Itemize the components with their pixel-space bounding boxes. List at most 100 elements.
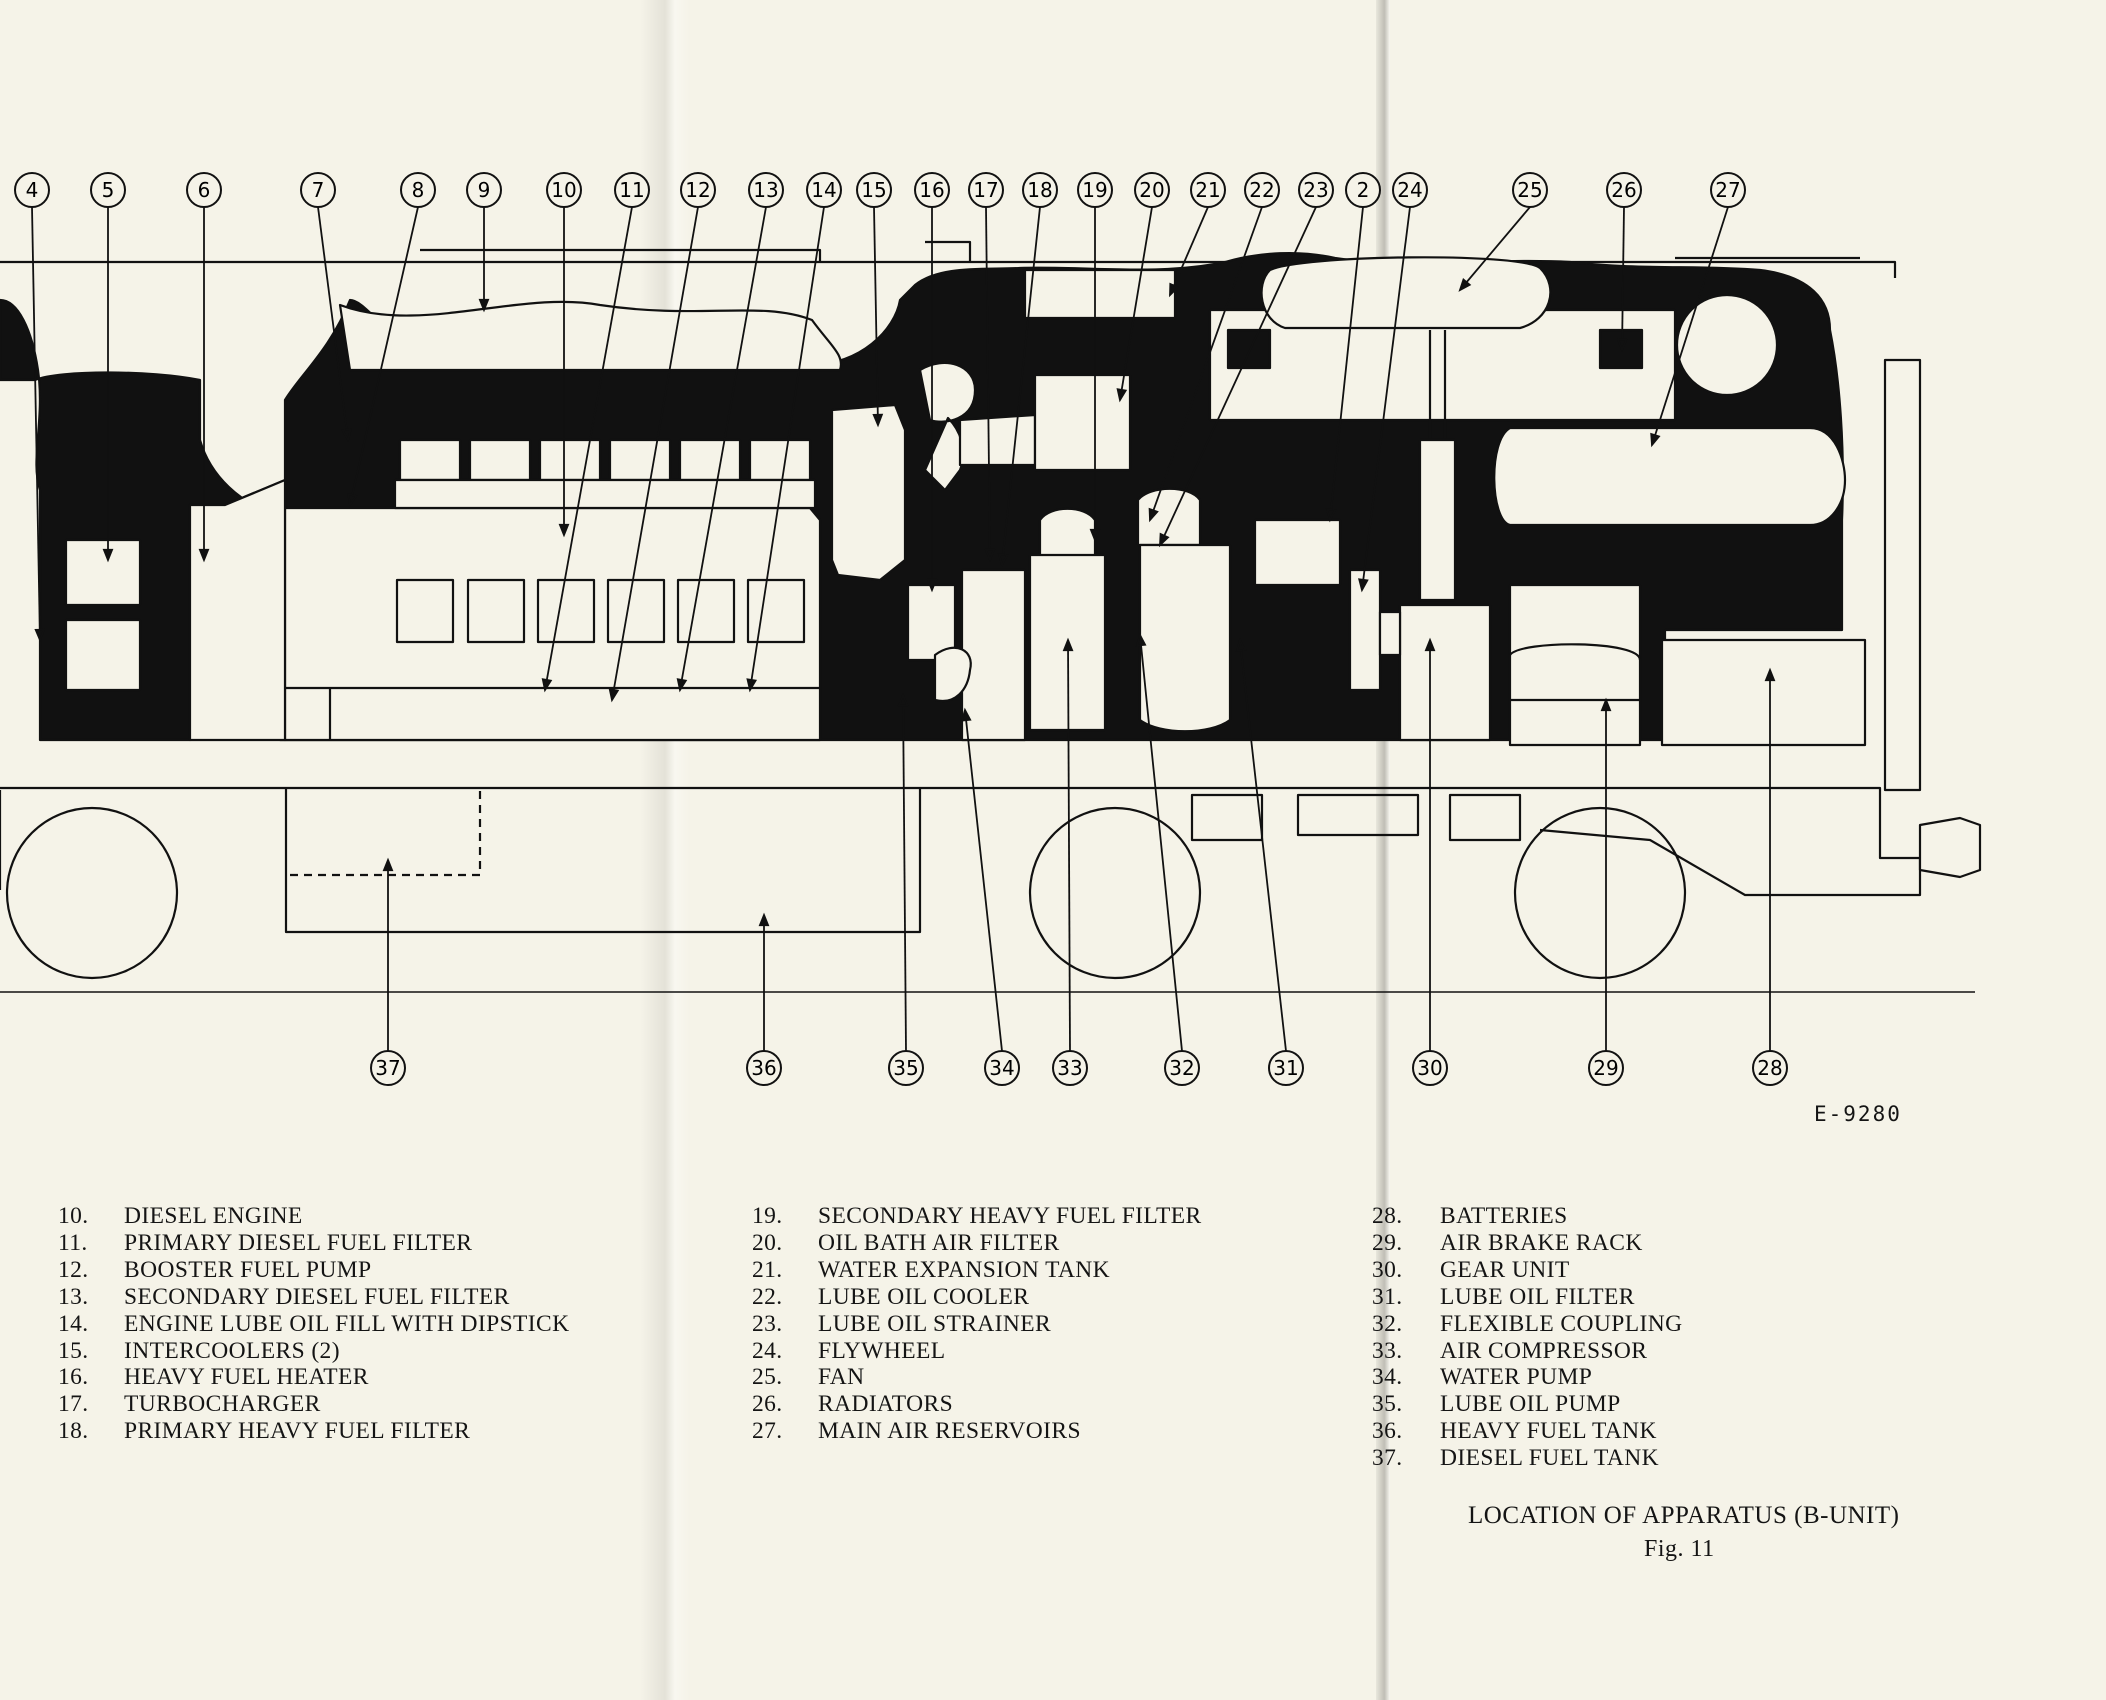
leader-arrowhead (34, 628, 46, 643)
legend-entry: 21.WATER EXPANSION TANK (752, 1257, 1202, 1284)
callout-bubble: 11 (614, 172, 650, 208)
callout-number: 15 (861, 178, 886, 202)
leader-arrowhead (1325, 508, 1337, 523)
legend-entry: 24.FLYWHEEL (752, 1338, 1202, 1365)
callout-number: 6 (198, 178, 211, 202)
leader-arrowhead (198, 548, 210, 563)
truck-springs (1190, 793, 1522, 842)
leader-line (964, 709, 1003, 1052)
legend-number: 17. (58, 1391, 89, 1418)
leader-line (1001, 206, 1041, 566)
legend-label: HEAVY FUEL TANK (1440, 1418, 1657, 1445)
leader-arrowhead (102, 548, 114, 563)
legend-label: ENGINE LUBE OIL FILL WITH DIPSTICK (124, 1310, 570, 1337)
callout-bubble: 27 (1710, 172, 1746, 208)
callout-circle (1588, 1050, 1624, 1086)
callout-bubble: 10 (546, 172, 582, 208)
legend-number: 26. (752, 1391, 783, 1418)
legend-label: LUBE OIL COOLER (818, 1283, 1030, 1310)
legend-number: 14. (58, 1310, 89, 1337)
callout-bubble: 8 (400, 172, 436, 208)
callout-circle (680, 172, 716, 208)
leader-arrowhead (746, 678, 758, 693)
lube-oil-cooler (1253, 518, 1342, 587)
legend-number: 35. (1372, 1391, 1403, 1418)
intake-plenum (338, 300, 843, 372)
leader-line (611, 206, 699, 701)
oil-bath-filter (1033, 373, 1132, 472)
fan-shaft (1428, 330, 1447, 440)
callout-bubble: 25 (1512, 172, 1548, 208)
legend-label: RADIATORS (818, 1391, 954, 1418)
legend-number: 31. (1372, 1283, 1403, 1310)
pump-group (933, 646, 972, 703)
wheel-right (1513, 806, 1687, 980)
legend-entry: 23.LUBE OIL STRAINER (752, 1311, 1202, 1338)
lube-oil-filter (1138, 543, 1232, 733)
fan-shroud (1260, 256, 1552, 330)
wheel-middle (1028, 806, 1202, 980)
callout-circle (1244, 172, 1280, 208)
callout-circle (968, 172, 1004, 208)
callout-bubble: 20 (1134, 172, 1170, 208)
legend-entry: 11.PRIMARY DIESEL FUEL FILTER (58, 1230, 569, 1257)
legend-label: INTERCOOLERS (2) (124, 1337, 340, 1364)
leader-arrowhead (1616, 338, 1628, 353)
callout-number: 12 (685, 178, 710, 202)
callout-circle (1392, 172, 1428, 208)
callout-bubble: 36 (746, 1050, 782, 1086)
leader-arrowhead (1458, 278, 1472, 292)
legend-entry: 27.MAIN AIR RESERVOIRS (752, 1418, 1202, 1445)
legend-label: FAN (818, 1364, 865, 1391)
radiator-mesh-left (1226, 328, 1272, 370)
leader-line (1329, 206, 1364, 521)
callout-bubble: 35 (888, 1050, 924, 1086)
legend-label: TURBOCHARGER (124, 1391, 321, 1418)
legend-label: WATER PUMP (1440, 1364, 1593, 1391)
legend-number: 12. (58, 1256, 89, 1283)
figure-caption: LOCATION OF APPARATUS (B-UNIT) (1468, 1502, 1900, 1529)
callout-number: 8 (412, 178, 425, 202)
callout-number: 32 (1169, 1056, 1194, 1080)
leader-arrowhead (558, 523, 570, 538)
legend-label: LUBE OIL PUMP (1440, 1391, 1621, 1418)
legend-number: 22. (752, 1283, 783, 1310)
air-reservoir-tank (1493, 426, 1847, 527)
callout-bubble: 9 (466, 172, 502, 208)
leader-line (1139, 634, 1183, 1052)
callout-number: 29 (1593, 1056, 1618, 1080)
drawing-code: E-9280 (1814, 1102, 1902, 1126)
gear-unit (1398, 603, 1492, 742)
legend-label: AIR COMPRESSOR (1440, 1337, 1648, 1364)
legend-number: 18. (58, 1418, 89, 1445)
callout-bubble: 12 (680, 172, 716, 208)
leader-line (1621, 206, 1625, 351)
callout-bubble: 7 (300, 172, 336, 208)
leader-arrowhead (960, 707, 972, 722)
flexible-coupling (1378, 610, 1402, 657)
auxiliary-box (64, 538, 142, 692)
wheel-left (5, 806, 179, 980)
callout-circle (1298, 172, 1334, 208)
callout-bubble: 19 (1077, 172, 1113, 208)
legend-number: 34. (1372, 1364, 1403, 1391)
leader-arrowhead (1424, 637, 1436, 652)
callout-circle (1134, 172, 1170, 208)
callout-circle (746, 1050, 782, 1086)
leader-arrowhead (1169, 282, 1180, 298)
hood-end (1883, 358, 1922, 792)
leader-line (349, 206, 419, 506)
legend-number: 23. (752, 1310, 783, 1337)
legend-label: OIL BATH AIR FILTER (818, 1229, 1060, 1256)
callout-circle (1164, 1050, 1200, 1086)
figure-number: Fig. 11 (1644, 1536, 1715, 1562)
legend-label: LUBE OIL FILTER (1440, 1283, 1635, 1310)
leader-line (31, 206, 41, 641)
leader-arrowhead (1650, 432, 1661, 448)
leader-arrowhead (676, 678, 688, 693)
callout-circle (856, 172, 892, 208)
legend-number: 37. (1372, 1445, 1403, 1472)
leader-arrowhead (872, 413, 884, 428)
engine-window-row (395, 578, 806, 644)
